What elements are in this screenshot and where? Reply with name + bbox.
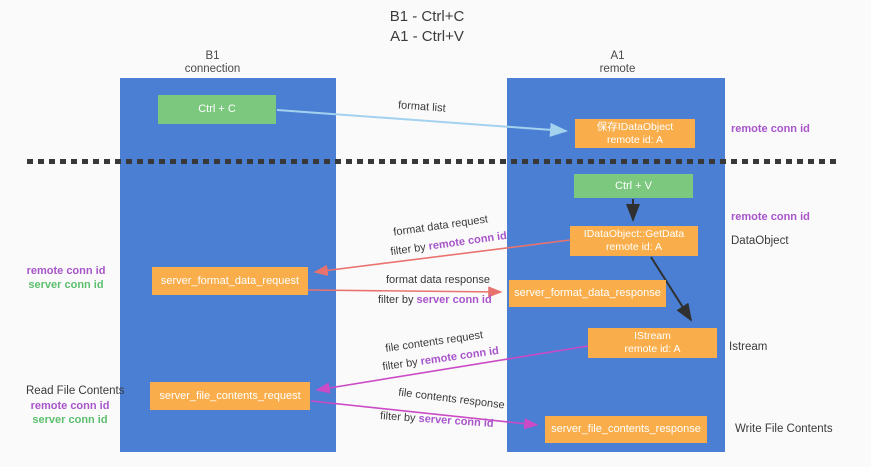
box-server-file-contents-request: server_file_contents_request [150, 382, 310, 410]
box-getdata-line1: IDataObject::GetData [583, 228, 685, 240]
label-write-file-contents: Write File Contents [735, 423, 833, 435]
box-ctrl-c: Ctrl + C [158, 95, 276, 124]
box-getdata-line2: remote id: A [605, 241, 663, 253]
label-server-conn-id-left-bottom: server conn id [32, 414, 108, 426]
left-conn-id-block-top: remote conn id server conn id [20, 264, 112, 292]
filter-key-server-conn-id: server conn id [418, 412, 494, 430]
label-server-conn-id-left-top: server conn id [28, 279, 104, 291]
box-format-response-label: server_format_data_response [514, 287, 661, 299]
box-istream-line2: remote id: A [624, 343, 681, 355]
box-server-format-data-response: server_format_data_response [509, 280, 666, 307]
lane-b1-subtitle: connection [184, 63, 241, 75]
filter-by-text: filter by [378, 294, 417, 306]
box-server-format-data-request: server_format_data_request [152, 267, 308, 295]
box-ctrl-c-label: Ctrl + C [198, 103, 236, 115]
label-remote-conn-id-left-bottom: remote conn id [30, 400, 110, 412]
box-ctrl-v-label: Ctrl + V [615, 179, 652, 192]
box-server-file-contents-response: server_file_contents_response [545, 416, 707, 443]
box-istream: IStream remote id: A [588, 328, 717, 358]
label-dataobject: DataObject [731, 235, 789, 247]
left-conn-id-block-bottom: remote conn id server conn id [24, 399, 116, 427]
label-file-response-filter: filter by server conn id [380, 410, 494, 430]
diagram-title: B1 - Ctrl+C A1 - Ctrl+V [307, 7, 547, 47]
box-file-response-label: server_file_contents_response [551, 423, 701, 435]
box-idataobject-getdata: IDataObject::GetData remote id: A [570, 226, 698, 256]
box-save-idataobject-line1: 保存IDataObject [596, 120, 674, 133]
label-istream: Istream [729, 341, 768, 353]
label-format-data-response: format data response [386, 274, 490, 286]
lane-a1-subtitle: remote [599, 63, 636, 75]
filter-key-server-conn-id: server conn id [416, 294, 492, 306]
lane-header-b1: B1 connection [150, 50, 275, 76]
filter-by-text: filter by [389, 240, 430, 259]
arrow-format-data-response [307, 286, 503, 298]
lane-header-a1: A1 remote [555, 50, 680, 76]
label-remote-conn-id-right-top: remote conn id [731, 123, 810, 135]
box-format-request-label: server_format_data_request [160, 274, 300, 287]
filter-by-text: filter by [381, 355, 422, 374]
box-ctrl-v: Ctrl + V [574, 174, 693, 198]
box-file-request-label: server_file_contents_request [159, 389, 301, 402]
title-line-1: B1 - Ctrl+C [389, 8, 465, 25]
label-format-response-filter: filter by server conn id [378, 294, 492, 306]
lane-a1-title: A1 [610, 50, 625, 62]
label-remote-conn-id-right-mid: remote conn id [731, 211, 810, 223]
filter-by-text: filter by [379, 410, 419, 425]
label-file-contents-response: file contents response [397, 386, 506, 412]
label-format-list: format list [397, 99, 447, 115]
title-line-2: A1 - Ctrl+V [390, 28, 464, 45]
filter-key-remote-conn-id: remote conn id [427, 229, 508, 253]
label-remote-conn-id-left-top: remote conn id [26, 265, 106, 277]
label-read-file-contents: Read File Contents [26, 385, 125, 397]
box-save-idataobject: 保存IDataObject remote id: A [575, 119, 695, 148]
dashed-divider-line [27, 159, 838, 164]
box-istream-line1: IStream [634, 330, 671, 342]
box-save-idataobject-line2: remote id: A [606, 133, 664, 146]
lane-b1-title: B1 [205, 50, 220, 62]
